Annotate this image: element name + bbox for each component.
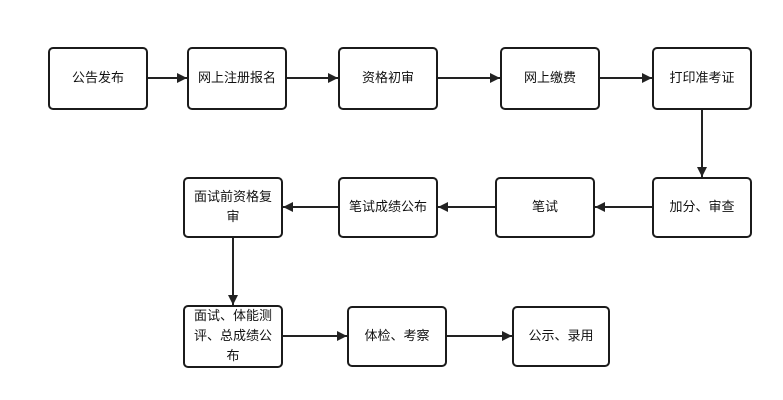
arrow-bonus-points-review-to-written-exam [595, 202, 652, 212]
flow-node-written-exam: 笔试 [495, 177, 595, 238]
arrow-written-exam-to-written-exam-results [438, 202, 495, 212]
arrow-initial-qualification-to-online-payment [438, 73, 500, 83]
arrow-interview-fitness-total-to-physical-exam-inspection [283, 331, 347, 341]
arrow-written-exam-results-to-pre-interview-recheck [283, 202, 338, 212]
flow-node-print-admission-ticket: 打印准考证 [652, 47, 752, 110]
arrow-online-registration-to-initial-qualification [287, 73, 338, 83]
arrow-online-payment-to-print-admission-ticket [600, 73, 652, 83]
flow-node-announcement: 公告发布 [48, 47, 148, 110]
flow-node-bonus-points-review: 加分、审查 [652, 177, 752, 238]
arrow-announcement-to-online-registration [148, 73, 187, 83]
flow-node-pre-interview-recheck: 面试前资格复审 [183, 177, 283, 238]
flow-node-initial-qualification: 资格初审 [338, 47, 438, 110]
flow-node-online-registration: 网上注册报名 [187, 47, 287, 110]
arrow-print-admission-ticket-to-bonus-points-review [697, 110, 707, 177]
flow-node-online-payment: 网上缴费 [500, 47, 600, 110]
flow-node-written-exam-results: 笔试成绩公布 [338, 177, 438, 238]
flow-node-interview-fitness-total: 面试、体能测评、总成绩公布 [183, 305, 283, 368]
arrow-physical-exam-inspection-to-publicity-employment [447, 331, 512, 341]
flow-node-publicity-employment: 公示、录用 [512, 306, 610, 367]
flow-node-physical-exam-inspection: 体检、考察 [347, 306, 447, 367]
arrow-pre-interview-recheck-to-interview-fitness-total [228, 238, 238, 305]
